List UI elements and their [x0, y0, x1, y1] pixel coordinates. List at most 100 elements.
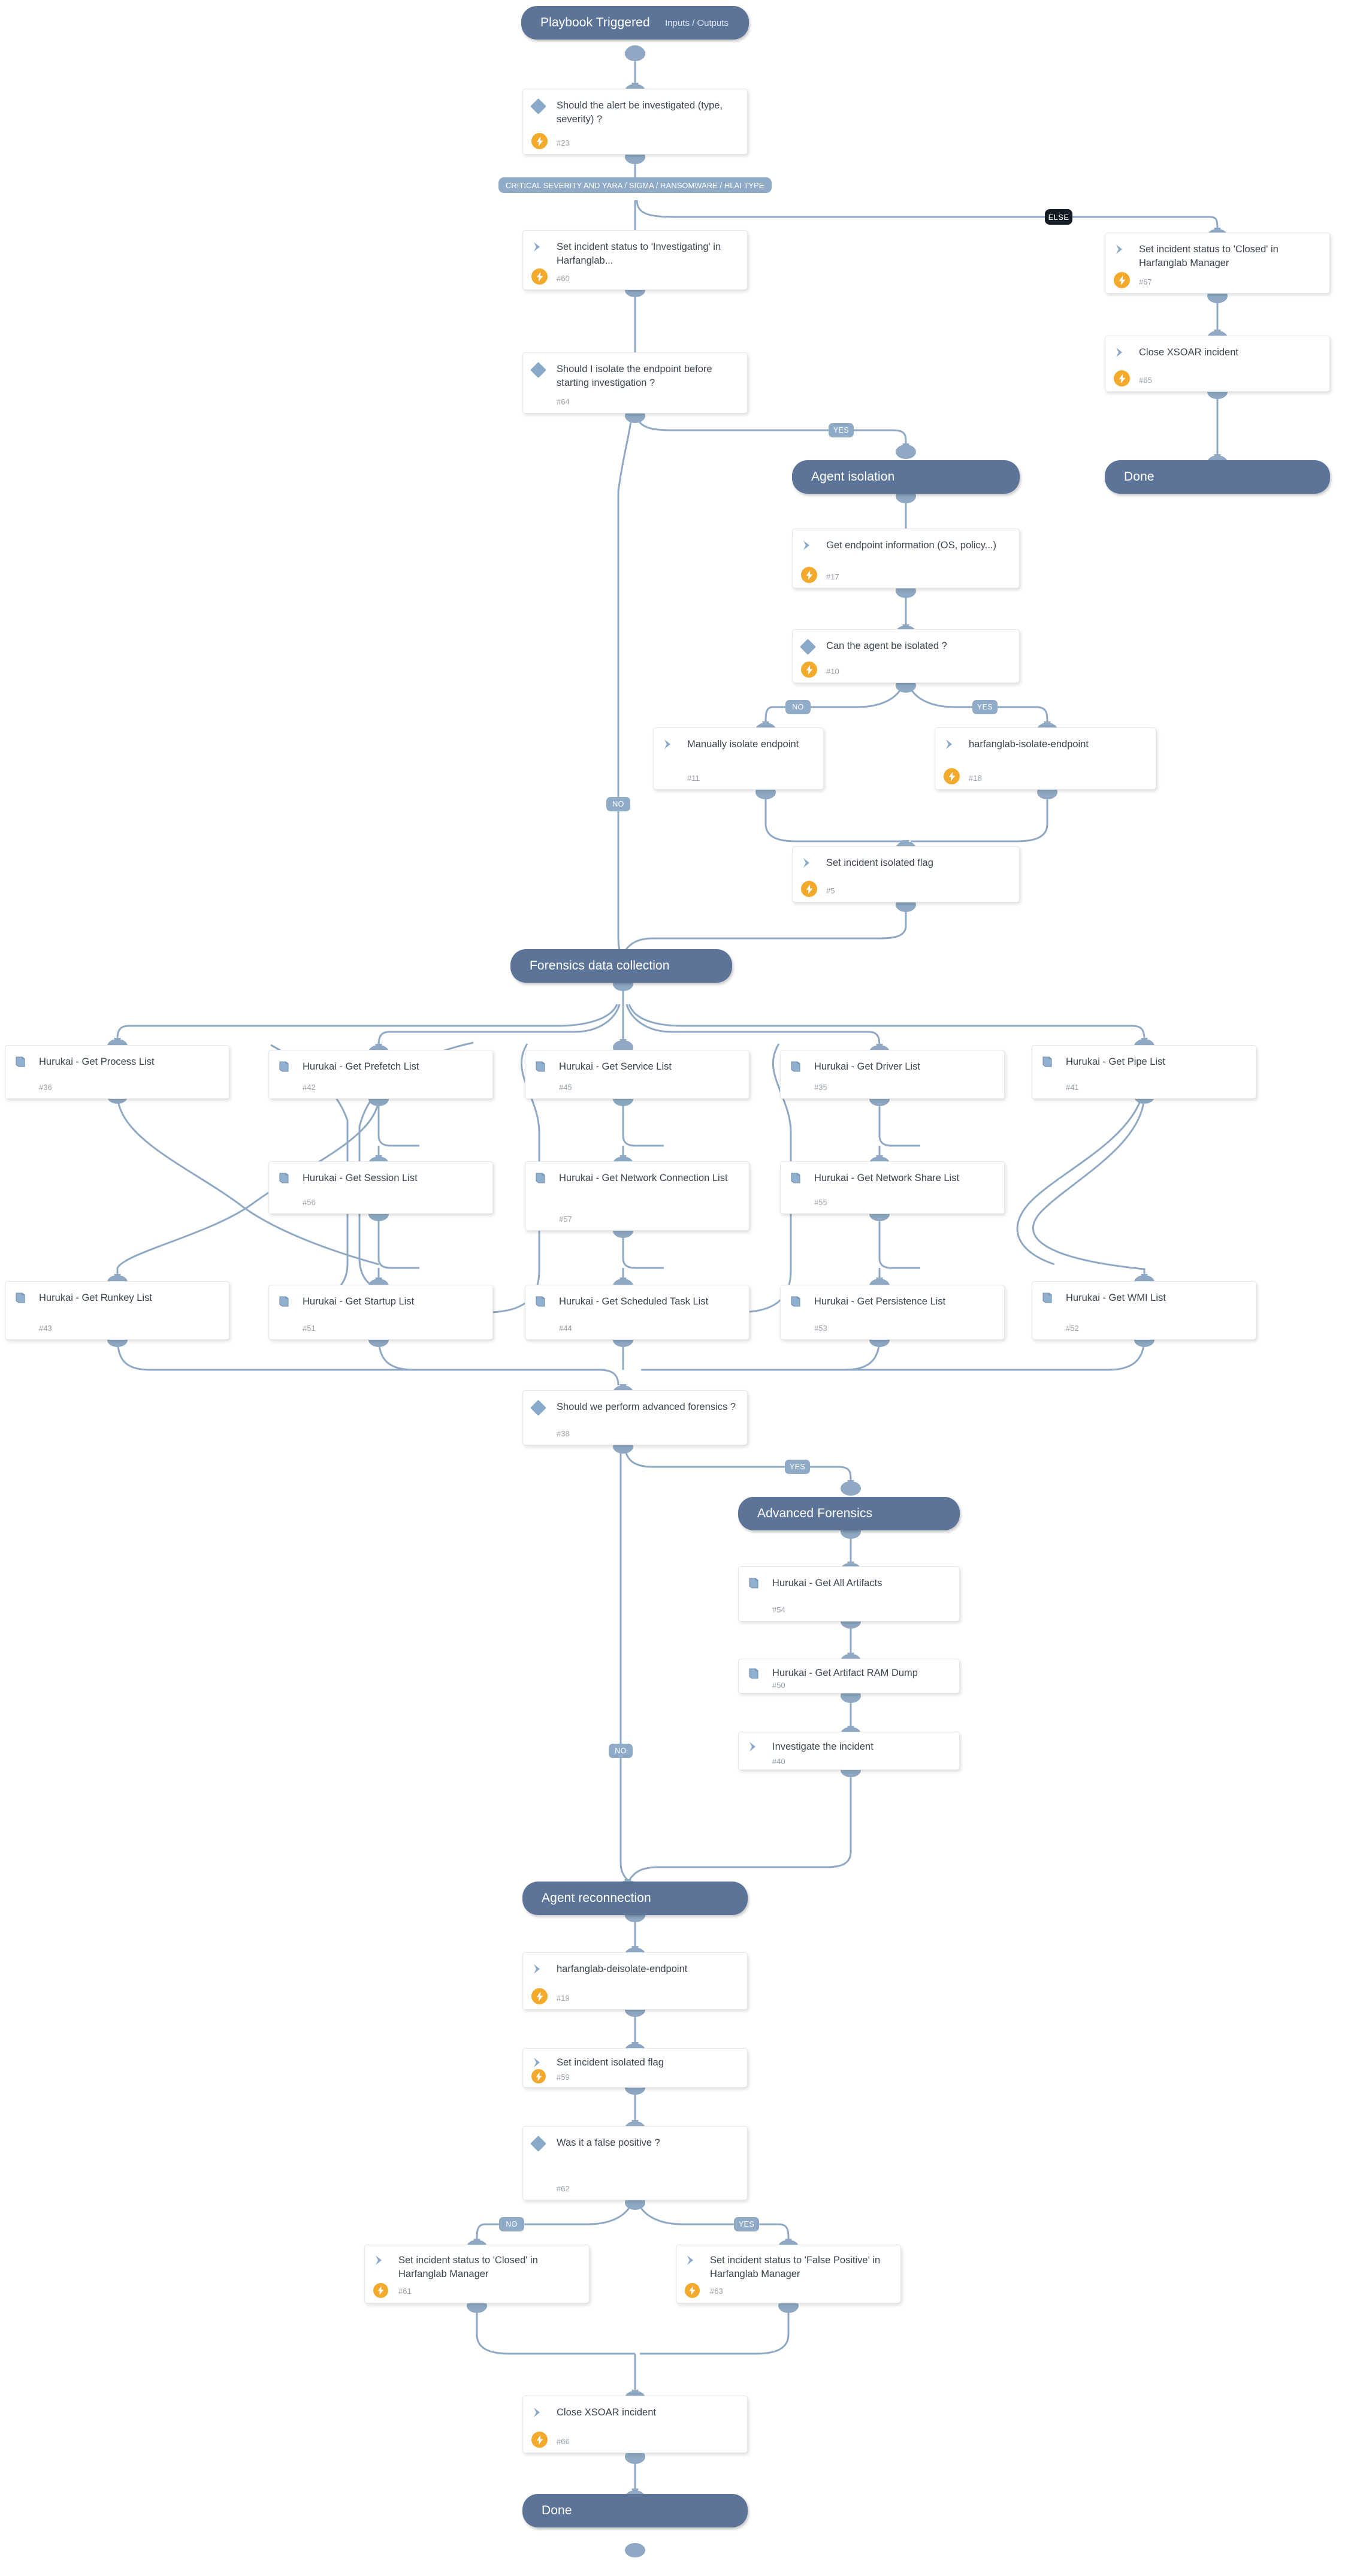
task-card-n36[interactable]: Hurukai - Get Process List #36	[5, 1045, 229, 1099]
task-title: Set incident isolated flag	[557, 2057, 664, 2068]
task-card-n19[interactable]: harfanglab-deisolate-endpoint #19	[522, 1952, 748, 2010]
section-label: Forensics data collection	[530, 959, 670, 973]
task-number: #66	[557, 2437, 570, 2446]
terminal-node-done-right[interactable]: Done	[1105, 460, 1330, 494]
task-card-n23[interactable]: Should the alert be investigated (type, …	[522, 89, 748, 155]
task-card-n10[interactable]: Can the agent be isolated ? #10	[792, 629, 1020, 683]
branch-label-yes-false-positive[interactable]: YES	[734, 2217, 759, 2231]
task-card-n51[interactable]: Hurukai - Get Startup List #51	[268, 1285, 493, 1340]
book-icon	[13, 1291, 29, 1306]
task-card-n45[interactable]: Hurukai - Get Service List #45	[525, 1050, 749, 1099]
task-card-n55[interactable]: Hurukai - Get Network Share List #55	[780, 1161, 1005, 1214]
task-card-n57[interactable]: Hurukai - Get Network Connection List #5…	[525, 1161, 749, 1231]
branch-label-critical[interactable]: CRITICAL SEVERITY AND YARA / SIGMA / RAN…	[498, 177, 772, 193]
branch-label-yes-advanced-forensics[interactable]: YES	[785, 1460, 810, 1474]
book-icon	[1040, 1291, 1056, 1306]
task-card-n54[interactable]: Hurukai - Get All Artifacts #54	[738, 1566, 960, 1621]
task-number: #56	[303, 1198, 316, 1207]
task-card-n11[interactable]: Manually isolate endpoint #11	[653, 727, 824, 790]
branch-label-no-false-positive[interactable]: NO	[499, 2217, 524, 2231]
task-title: Investigate the incident	[772, 1741, 874, 1752]
automation-bolt-icon	[685, 2283, 700, 2298]
chevron-icon	[531, 1962, 547, 1978]
book-icon	[746, 1666, 762, 1682]
condition-diamond-icon	[530, 98, 546, 114]
chevron-icon	[531, 2056, 547, 2071]
book-icon	[788, 1059, 804, 1075]
book-icon	[788, 1294, 804, 1310]
task-card-n41[interactable]: Hurukai - Get Pipe List #41	[1032, 1045, 1256, 1099]
task-number: #57	[559, 1215, 572, 1224]
branch-label-else[interactable]: ELSE	[1045, 209, 1072, 225]
task-number: #11	[687, 774, 700, 783]
terminal-label: Done	[1124, 470, 1154, 484]
branch-label-no-main-spine[interactable]: NO	[606, 797, 630, 811]
branch-label-yes-isolate-agent[interactable]: YES	[972, 700, 998, 714]
section-agent-isolation[interactable]: Agent isolation	[792, 460, 1020, 494]
terminal-node-done-bottom[interactable]: Done	[522, 2494, 748, 2527]
automation-bolt-icon	[944, 768, 960, 784]
task-number: #36	[39, 1083, 52, 1092]
task-card-n62[interactable]: Was it a false positive ? #62	[522, 2126, 748, 2200]
branch-label-no-isolate-agent[interactable]: NO	[785, 700, 811, 714]
task-card-n52[interactable]: Hurukai - Get WMI List #52	[1032, 1281, 1256, 1340]
automation-bolt-icon	[801, 881, 817, 897]
task-title: Set incident status to 'Closed' in Harfa…	[1139, 244, 1279, 269]
task-card-n53[interactable]: Hurukai - Get Persistence List #53	[780, 1285, 1005, 1340]
book-icon	[1040, 1055, 1056, 1070]
task-number: #61	[398, 2287, 412, 2296]
condition-diamond-icon	[530, 362, 546, 378]
task-card-n60[interactable]: Set incident status to 'Investigating' i…	[522, 230, 748, 290]
task-card-n18[interactable]: harfanglab-isolate-endpoint #18	[935, 727, 1156, 790]
task-number: #42	[303, 1083, 316, 1092]
chevron-icon	[531, 2406, 547, 2421]
task-card-n35[interactable]: Hurukai - Get Driver List #35	[780, 1050, 1005, 1099]
task-card-n42[interactable]: Hurukai - Get Prefetch List #42	[268, 1050, 493, 1099]
branch-label-yes-isolate[interactable]: YES	[829, 423, 854, 437]
task-card-n64[interactable]: Should I isolate the endpoint before sta…	[522, 352, 748, 413]
task-card-n5[interactable]: Set incident isolated flag #5	[792, 846, 1020, 902]
task-title: Set incident status to 'Investigating' i…	[557, 241, 721, 267]
task-card-n17[interactable]: Get endpoint information (OS, policy...)…	[792, 529, 1020, 588]
task-title: Hurukai - Get Artifact RAM Dump	[772, 1668, 918, 1678]
task-title: Hurukai - Get Process List	[39, 1056, 155, 1067]
automation-bolt-icon	[801, 567, 817, 583]
task-card-n61[interactable]: Set incident status to 'Closed' in Harfa…	[364, 2245, 590, 2303]
section-advanced-forensics[interactable]: Advanced Forensics	[738, 1497, 960, 1530]
task-title: Hurukai - Get All Artifacts	[772, 1578, 882, 1589]
task-card-n59[interactable]: Set incident isolated flag #59	[522, 2048, 748, 2088]
chevron-icon	[944, 738, 959, 753]
section-forensics-data-collection[interactable]: Forensics data collection	[510, 949, 732, 983]
start-node-playbook-triggered[interactable]: Playbook Triggered Inputs / Outputs	[521, 6, 749, 40]
task-card-n65[interactable]: Close XSOAR incident #65	[1105, 336, 1330, 392]
task-card-n40[interactable]: Investigate the incident #40	[738, 1732, 960, 1770]
automation-bolt-icon	[1114, 370, 1130, 386]
book-icon	[746, 1576, 762, 1591]
task-card-n44[interactable]: Hurukai - Get Scheduled Task List #44	[525, 1285, 749, 1340]
task-title: Hurukai - Get Network Share List	[814, 1173, 960, 1183]
book-icon	[788, 1171, 804, 1186]
condition-diamond-icon	[800, 639, 816, 655]
task-card-n50[interactable]: Hurukai - Get Artifact RAM Dump #50	[738, 1659, 960, 1693]
task-number: #55	[814, 1198, 827, 1207]
task-card-n38[interactable]: Should we perform advanced forensics ? #…	[522, 1390, 748, 1445]
task-number: #23	[557, 138, 570, 147]
task-title: Hurukai - Get Session List	[303, 1173, 418, 1183]
task-card-n63[interactable]: Set incident status to 'False Positive' …	[676, 2245, 901, 2303]
condition-diamond-icon	[530, 1400, 546, 1416]
task-title: Hurukai - Get WMI List	[1066, 1292, 1166, 1303]
chevron-icon	[801, 539, 817, 554]
automation-bolt-icon	[373, 2283, 388, 2298]
branch-label-no-advanced-forensics[interactable]: NO	[609, 1744, 633, 1758]
condition-diamond-icon	[530, 2136, 546, 2152]
section-agent-reconnection[interactable]: Agent reconnection	[522, 1882, 748, 1915]
chevron-icon	[373, 2254, 389, 2269]
task-card-n67[interactable]: Set incident status to 'Closed' in Harfa…	[1105, 232, 1330, 294]
task-card-n66[interactable]: Close XSOAR incident #66	[522, 2396, 748, 2453]
task-card-n43[interactable]: Hurukai - Get Runkey List #43	[5, 1281, 229, 1340]
task-title: Close XSOAR incident	[557, 2407, 656, 2418]
task-title: Set incident isolated flag	[826, 857, 933, 868]
task-card-n56[interactable]: Hurukai - Get Session List #56	[268, 1161, 493, 1214]
task-title: Hurukai - Get Startup List	[303, 1296, 415, 1307]
